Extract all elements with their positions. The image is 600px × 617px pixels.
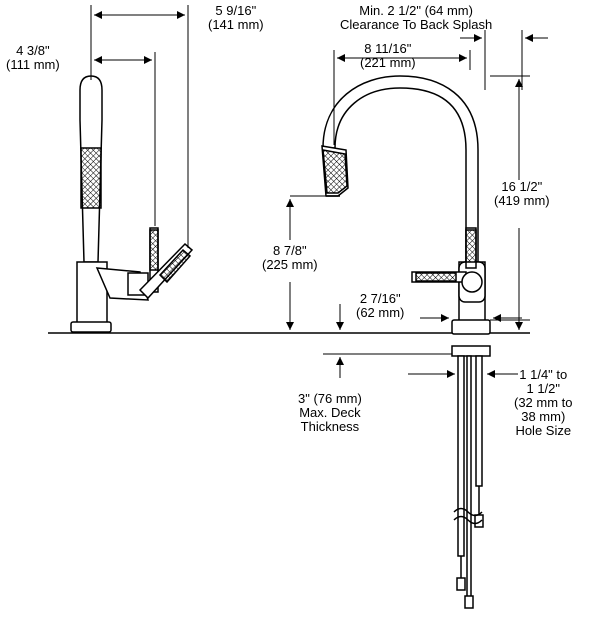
dim-spout-height-metric: (225 mm) bbox=[262, 257, 318, 272]
dim-side-reach-metric: (141 mm) bbox=[208, 17, 264, 32]
dim-side-reach: 5 9/16" (141 mm) bbox=[208, 4, 264, 32]
dim-hole-size-line1: 1 1/4" to bbox=[519, 367, 568, 382]
dim-spout-reach: 8 11/16" (221 mm) bbox=[360, 42, 416, 70]
dim-hole-size-line5: Hole Size bbox=[515, 423, 572, 438]
dim-overall-height-imperial: 16 1/2" bbox=[501, 179, 543, 194]
dim-deck-thickness-line1: 3" (76 mm) bbox=[298, 391, 362, 406]
side-dimension-lines bbox=[90, 5, 189, 248]
dim-backsplash-clearance: Min. 2 1/2" (64 mm) Clearance To Back Sp… bbox=[340, 4, 492, 32]
dim-spout-reach-imperial: 8 11/16" bbox=[364, 41, 412, 56]
dim-base-width: 2 7/16" (62 mm) bbox=[356, 292, 404, 320]
dim-deck-thickness: 3" (76 mm) Max. Deck Thickness bbox=[298, 392, 362, 434]
dim-side-handle: 4 3/8" (111 mm) bbox=[6, 44, 60, 72]
front-dimension-lines bbox=[286, 30, 548, 378]
dim-backsplash-line1: Min. 2 1/2" (64 mm) bbox=[359, 3, 473, 18]
dim-hole-size-line4: 38 mm) bbox=[521, 409, 566, 424]
dim-side-handle-metric: (111 mm) bbox=[6, 57, 60, 72]
dim-spout-height-imperial: 8 7/8" bbox=[273, 243, 307, 258]
dim-spout-height: 8 7/8" (225 mm) bbox=[262, 244, 318, 272]
dim-deck-thickness-line2: Max. Deck bbox=[299, 405, 361, 420]
dim-deck-thickness-line3: Thickness bbox=[300, 419, 360, 434]
dim-base-width-metric: (62 mm) bbox=[356, 305, 405, 320]
side-view-faucet bbox=[70, 75, 194, 333]
dim-overall-height: 16 1/2" (419 mm) bbox=[494, 180, 550, 208]
dim-overall-height-metric: (419 mm) bbox=[494, 193, 550, 208]
dim-hole-size-line3: (32 mm to bbox=[514, 395, 573, 410]
dim-hole-size: 1 1/4" to 1 1/2" (32 mm to 38 mm) Hole S… bbox=[514, 368, 573, 438]
dim-backsplash-line2: Clearance To Back Splash bbox=[340, 17, 493, 32]
dim-side-reach-imperial: 5 9/16" bbox=[215, 3, 257, 18]
dim-base-width-imperial: 2 7/16" bbox=[359, 291, 401, 306]
dim-side-handle-imperial: 4 3/8" bbox=[16, 43, 50, 58]
dim-hole-size-line2: 1 1/2" bbox=[526, 381, 561, 396]
front-view-faucet bbox=[321, 75, 491, 609]
dim-spout-reach-metric: (221 mm) bbox=[360, 55, 416, 70]
